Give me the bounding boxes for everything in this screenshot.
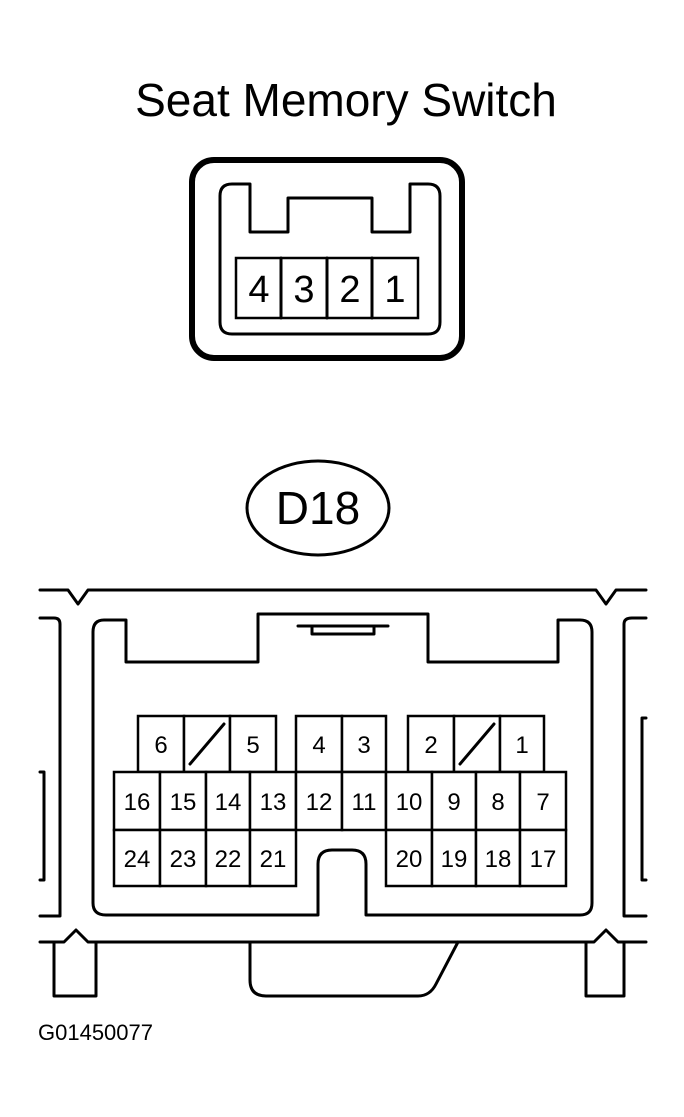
- terminal-number: 2: [424, 732, 437, 759]
- terminal-number: 21: [260, 846, 287, 873]
- terminal-number: 20: [396, 846, 423, 873]
- connector-bottom-rail: [38, 928, 648, 944]
- terminal-cavity: [248, 828, 298, 888]
- blank-cavity-slash: [458, 722, 496, 766]
- terminal-number: 24: [124, 846, 151, 873]
- terminal-number: 16: [124, 789, 151, 816]
- connector-tag-ellipse: [245, 459, 391, 557]
- terminal-number: 12: [306, 789, 333, 816]
- terminal-number: 18: [485, 846, 512, 873]
- terminal-cavity: [112, 828, 162, 888]
- connector-body-outline: [91, 612, 594, 917]
- figure-id: G01450077: [38, 1020, 153, 1045]
- terminal-cavity: [294, 714, 344, 774]
- connector-left-inner-bracket: [38, 770, 46, 882]
- terminal-cavity: [204, 770, 252, 832]
- diagram-title: Seat Memory Switch: [135, 74, 557, 126]
- terminal-cavity: [248, 770, 298, 832]
- terminal-cavity: [340, 770, 388, 832]
- terminal-cavity: [384, 828, 434, 888]
- connector-right-side-housing: [622, 616, 648, 918]
- terminal-number: 4: [312, 732, 325, 759]
- terminal-number: 3: [357, 732, 370, 759]
- terminal-number: 7: [536, 789, 549, 816]
- terminal-cavity: [112, 770, 162, 832]
- connector-left-side-housing: [38, 616, 62, 918]
- terminal-number: 11: [352, 789, 377, 816]
- terminal-number: 22: [215, 846, 242, 873]
- terminal-number: 9: [447, 789, 460, 816]
- blank-cavity-slash: [188, 722, 226, 766]
- terminal-number: 5: [246, 732, 259, 759]
- terminal-cavity: [518, 828, 568, 888]
- connector-top-rail: [38, 588, 648, 606]
- connector-left-foot: [52, 940, 98, 998]
- terminal-number: 17: [530, 846, 557, 873]
- connector-tag: D18: [245, 459, 391, 557]
- terminal-cavity: [384, 770, 434, 832]
- terminal-number: 13: [260, 789, 287, 816]
- terminal-number: 14: [215, 789, 242, 816]
- connector-right-foot: [584, 940, 626, 998]
- terminal-cavity: [294, 770, 344, 832]
- terminal-cavity: [518, 770, 568, 832]
- switch-connector-inner-outline: [218, 182, 442, 336]
- terminal-cavity: [158, 828, 208, 888]
- connector-center-foot: [248, 940, 460, 998]
- d18-connector: 6 5 4 3 2 1 16 15 14 13 12 11 10 9 8 7 2…: [38, 588, 648, 998]
- terminal-cavity: [228, 714, 278, 774]
- switch-connector: 4 3 2 1: [189, 157, 465, 361]
- terminal-number: 8: [491, 789, 504, 816]
- switch-pin-label: 3: [293, 269, 314, 311]
- terminal-number: 6: [154, 732, 167, 759]
- terminal-cavity: [430, 770, 478, 832]
- switch-pin-label: 4: [248, 269, 269, 311]
- connector-right-inner-bracket: [640, 716, 648, 882]
- terminal-number: 15: [170, 789, 197, 816]
- terminal-number: 19: [441, 846, 468, 873]
- terminal-number: 10: [396, 789, 423, 816]
- connector-latch: [296, 624, 390, 636]
- connector-tag-label: D18: [276, 482, 360, 534]
- switch-connector-outer-housing: [189, 157, 465, 361]
- terminal-number: 1: [515, 732, 528, 759]
- switch-pin-label: 2: [339, 269, 360, 311]
- switch-pin-label: 1: [384, 269, 405, 311]
- terminal-number: 23: [170, 846, 197, 873]
